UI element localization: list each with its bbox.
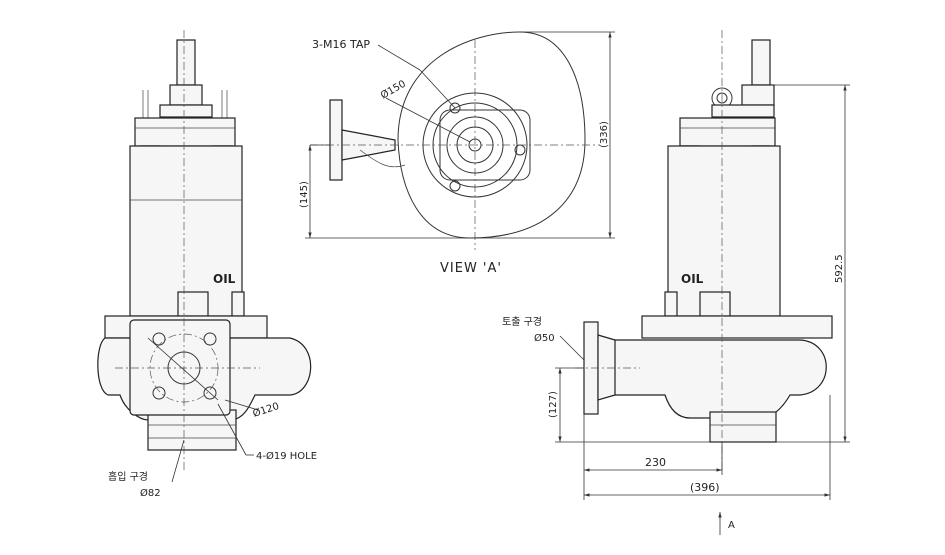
dim-d145: (145)	[299, 181, 310, 208]
dim-d336: (336)	[599, 121, 610, 148]
view-a-label: VIEW 'A'	[440, 261, 502, 276]
oil-label-left: OIL	[213, 272, 236, 286]
discharge-label: 토출 구경	[502, 315, 542, 328]
oil-label-right: OIL	[681, 272, 704, 286]
discharge-dia: Ø50	[534, 332, 555, 344]
dim-d127: (127)	[548, 391, 559, 418]
suction-label: 흡입 구경	[108, 470, 148, 483]
view-a	[305, 31, 615, 250]
dim-d396: (396)	[690, 481, 720, 494]
dim-d5925: 592.5	[834, 254, 845, 283]
view-arrow-a: A	[728, 520, 735, 531]
suction-dia: Ø82	[140, 487, 161, 499]
front-view	[97, 30, 312, 483]
dim-d120: Ø120	[251, 400, 280, 420]
side-view	[555, 30, 850, 535]
dim-d150: Ø150	[379, 78, 408, 102]
dim-d230: 230	[645, 456, 666, 469]
tap-label: 3-M16 TAP	[312, 38, 370, 51]
hole-label: 4-Ø19 HOLE	[256, 450, 317, 462]
